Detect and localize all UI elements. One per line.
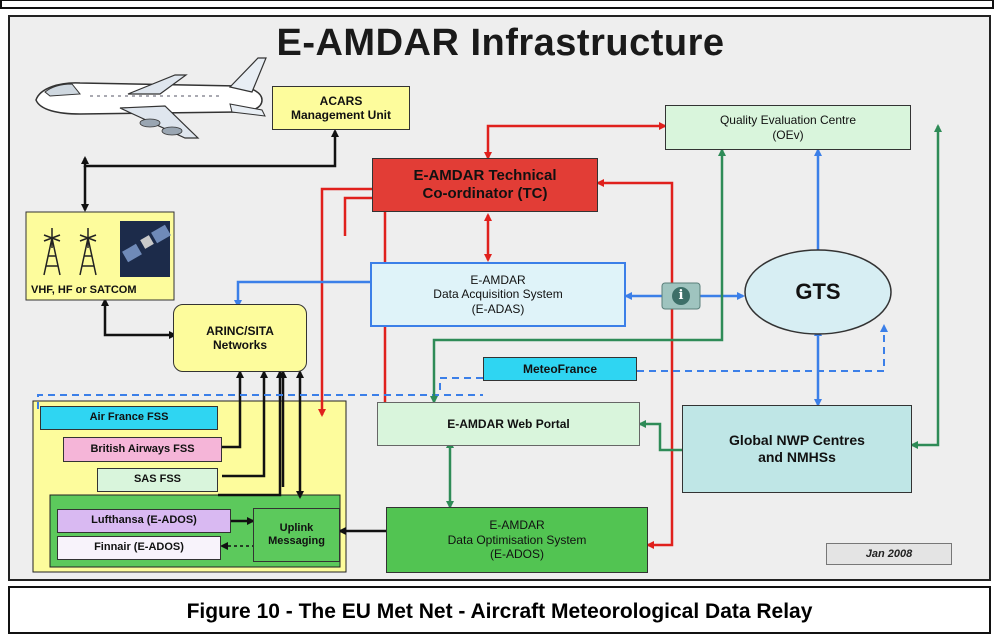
info-node-label: i bbox=[678, 288, 684, 304]
sas-node: SAS FSS bbox=[97, 468, 218, 492]
figure-caption: Figure 10 - The EU Met Net - Aircraft Me… bbox=[186, 600, 813, 623]
webportal-node: E-AMDAR Web Portal bbox=[377, 402, 640, 446]
tc-node: E-AMDAR Technical Co-ordinator (TC) bbox=[372, 158, 598, 212]
acars-node: ACARS Management Unit bbox=[272, 86, 410, 130]
black-connectors bbox=[81, 129, 386, 535]
satellite-graphic bbox=[122, 224, 171, 263]
aircraft-icon bbox=[35, 57, 267, 139]
radio-tower-icon bbox=[43, 228, 97, 276]
lufthansa-node: Lufthansa (E-ADOS) bbox=[57, 509, 231, 533]
airfrance-node: Air France FSS bbox=[40, 406, 218, 430]
nwp-node: Global NWP Centres and NMHSs bbox=[682, 405, 912, 493]
gts-node: GTS bbox=[795, 278, 841, 304]
diagram-title: E-AMDAR Infrastructure bbox=[276, 22, 725, 64]
eadas-node: E-AMDAR Data Acquisition System (E-ADAS) bbox=[370, 262, 626, 327]
gts-ellipse bbox=[744, 249, 892, 335]
green-connectors bbox=[430, 124, 942, 509]
info-icon bbox=[672, 287, 690, 305]
top-border-strip bbox=[0, 0, 994, 9]
meteofrance-node: MeteoFrance bbox=[483, 357, 637, 381]
arinc-node: ARINC/SITA Networks bbox=[173, 304, 307, 372]
ba-node: British Airways FSS bbox=[63, 437, 222, 462]
eados-node: E-AMDAR Data Optimisation System (E-ADOS… bbox=[386, 507, 648, 573]
uplink-node: Uplink Messaging bbox=[253, 508, 340, 562]
date-stamp: Jan 2008 bbox=[826, 543, 952, 565]
finnair-node: Finnair (E-ADOS) bbox=[57, 536, 221, 560]
caption-panel bbox=[8, 586, 991, 634]
oev-node: Quality Evaluation Centre (OEv) bbox=[665, 105, 911, 150]
vhf-label: VHF, HF or SATCOM bbox=[31, 284, 137, 296]
